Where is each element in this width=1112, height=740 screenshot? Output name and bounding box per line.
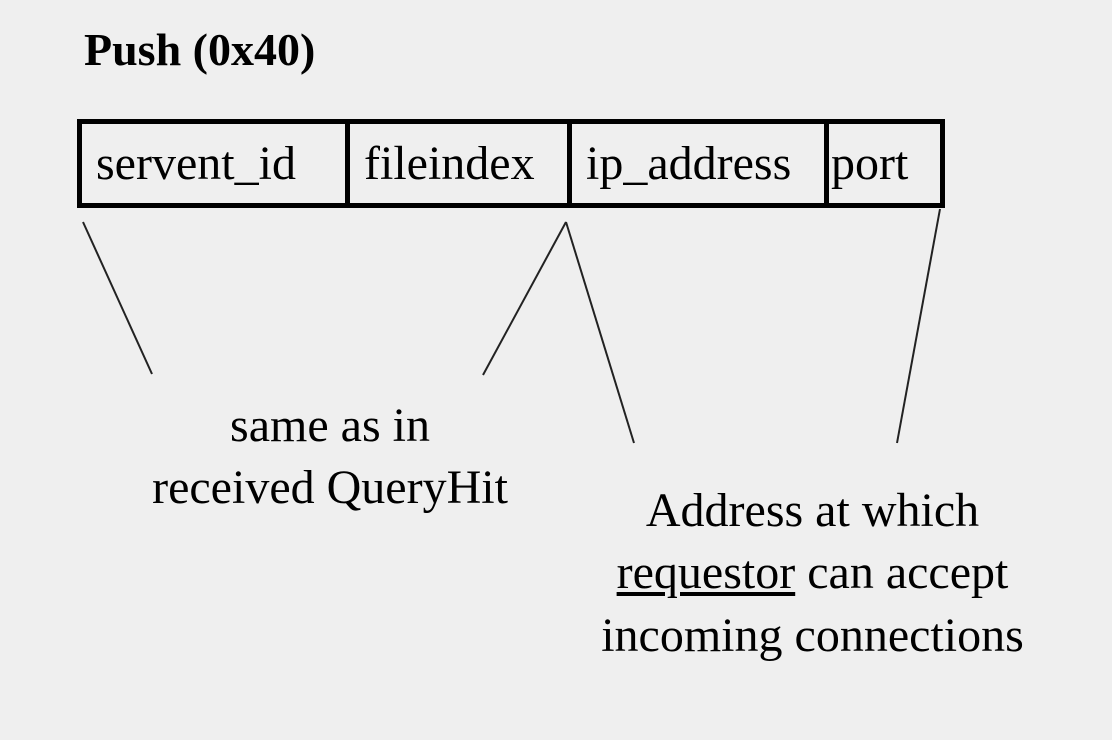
same-as-query-hit-note: same as in received QueryHit — [110, 395, 550, 520]
connector-servent-id-line — [82, 221, 153, 375]
connector-ip-address-line — [565, 221, 635, 444]
connector-port-line — [896, 208, 941, 444]
address-accept-connections-note: Address at which requestor can accept in… — [555, 480, 1070, 667]
address-note-line-3: incoming connections — [601, 608, 1024, 662]
same-as-note-line-1: same as in — [230, 399, 430, 452]
address-note-line-1: Address at which — [645, 484, 980, 537]
field-divider — [567, 119, 572, 208]
field-ip-address: ip_address — [586, 137, 792, 190]
field-port: port — [831, 137, 909, 190]
address-note-line-2-rest: can accept — [795, 546, 1009, 600]
address-note-line-2: requestor can accept — [555, 542, 1070, 604]
same-as-note-line-2: received QueryHit — [152, 461, 508, 515]
connector-fileindex-line — [482, 221, 567, 376]
push-packet-layout: servent_id fileindex ip_address port — [77, 119, 945, 208]
requestor-underlined-text: requestor — [616, 546, 796, 600]
field-servent-id: servent_id — [96, 137, 296, 190]
field-divider — [824, 119, 829, 208]
field-divider — [345, 119, 350, 208]
field-fileindex: fileindex — [364, 137, 535, 190]
diagram-title: Push (0x40) — [84, 24, 316, 75]
